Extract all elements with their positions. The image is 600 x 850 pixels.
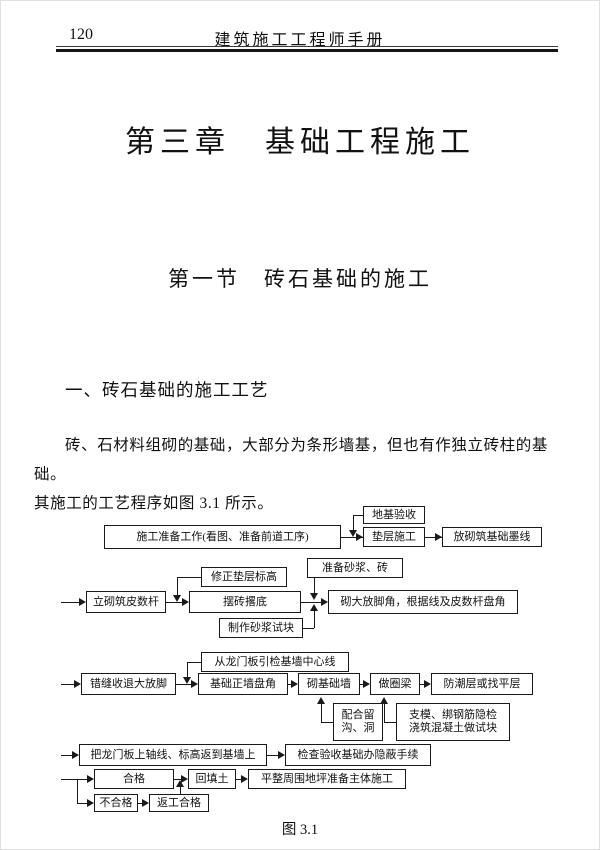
- flow-box-formwork-line2: 浇筑混凝土做试块: [409, 722, 497, 734]
- page-number: 120: [69, 26, 93, 43]
- connector-line: [353, 515, 354, 530]
- arrowhead-right-icon: [181, 775, 188, 783]
- flow-box-leveling-rod: 立砌筑皮数杆: [86, 591, 166, 613]
- arrowhead-right-icon: [321, 598, 328, 606]
- flow-box-wall-corner: 基础正墙盘角: [198, 673, 288, 695]
- connector-line: [177, 577, 201, 578]
- connector-line: [77, 803, 87, 804]
- connector-line: [61, 755, 72, 756]
- paragraph-line-2: 其施工的工艺程序如图 3.1 所示。: [34, 495, 274, 512]
- connector-line: [314, 578, 315, 593]
- connector-line: [360, 684, 363, 685]
- flow-box-ground-acceptance: 地基验收: [363, 506, 425, 524]
- flow-box-trench: 配合留 沟、洞: [333, 703, 383, 741]
- flow-box-staggered-footing: 错缝收退大放脚: [81, 673, 176, 695]
- arrowhead-right-icon: [363, 680, 370, 688]
- flow-box-ink-lines: 放砌筑基础墨线: [442, 527, 542, 547]
- connector-line: [138, 803, 142, 804]
- arrowhead-up-icon: [176, 780, 184, 787]
- figure-caption: 图 3.1: [281, 822, 319, 838]
- connector-line: [303, 628, 314, 629]
- flow-box-backfill: 回填土: [188, 769, 236, 789]
- flow-box-prepare-mortar: 准备砂浆、砖: [307, 558, 403, 578]
- connector-line: [420, 684, 424, 685]
- flow-box-rework: 返工合格: [149, 794, 209, 812]
- flow-box-mortar-test: 制作砂浆试块: [219, 618, 303, 638]
- connector-line: [288, 684, 291, 685]
- arrowhead-right-icon: [356, 533, 363, 541]
- arrowhead-right-icon: [291, 680, 298, 688]
- flow-box-trench-line1: 配合留: [341, 709, 375, 722]
- connector-line: [61, 684, 74, 685]
- header-rule-thick: [56, 49, 558, 52]
- connector-line: [187, 662, 201, 663]
- connector-line: [236, 779, 241, 780]
- connector-line: [341, 537, 363, 538]
- flow-box-pass: 合格: [94, 769, 174, 789]
- connector-line: [267, 755, 278, 756]
- body-paragraph: 砖、石材料组砌的基础，大部分为条形墙基，但也有作独立砖柱的基础。 其施工的工艺程…: [34, 431, 571, 518]
- arrowhead-right-icon: [142, 799, 149, 807]
- arrowhead-right-icon: [435, 533, 442, 541]
- connector-line: [176, 684, 191, 685]
- flowchart-figure: 施工准备工作(看图、准备前道工序) 地基验收 垫层施工 放砌筑基础墨线 立砌筑皮…: [1, 501, 599, 816]
- arrowhead-right-icon: [241, 775, 248, 783]
- chapter-title: 第三章 基础工程施工: [125, 126, 475, 159]
- section-title: 第一节 砖石基础的施工: [168, 267, 432, 291]
- connector-line: [166, 602, 182, 603]
- connector-line: [187, 662, 188, 677]
- flow-box-damp-proof: 防潮层或找平层: [431, 673, 533, 695]
- arrowhead-right-icon: [182, 598, 189, 606]
- flow-box-check-accept: 检查验收基础办隐蔽手续: [285, 744, 431, 766]
- flow-box-cushion: 垫层施工: [363, 527, 425, 547]
- flow-box-footing-corner: 砌大放脚角，根据线及皮数杆盘角: [328, 590, 518, 614]
- connector-line: [174, 779, 181, 780]
- flow-box-formwork: 支模、绑钢筋隐检 浇筑混凝土做试块: [396, 703, 510, 741]
- flow-box-center-line: 从龙门板引检基墙中心线: [201, 652, 349, 672]
- arrowhead-right-icon: [191, 680, 198, 688]
- flow-box-lay-bricks: 摆砖撂底: [189, 591, 301, 613]
- flow-box-level-ground: 平整周围地坪准备主体施工: [248, 769, 406, 789]
- connector-line: [321, 704, 322, 722]
- flow-box-fail: 不合格: [94, 794, 138, 812]
- arrowhead-up-icon: [380, 697, 388, 704]
- connector-line: [61, 779, 87, 780]
- arrowhead-right-icon: [74, 680, 81, 688]
- paragraph-line-1: 砖、石材料组砌的基础，大部分为条形墙基，但也有作独立砖柱的基础。: [34, 437, 549, 483]
- arrowhead-up-icon: [310, 604, 318, 611]
- flow-box-build-wall: 砌基础墙: [298, 673, 360, 695]
- connector-line: [425, 537, 442, 538]
- header-rule-thin: [56, 46, 558, 47]
- connector-line: [321, 722, 333, 723]
- arrowhead-right-icon: [87, 799, 94, 807]
- arrowhead-down-icon: [310, 593, 318, 600]
- connector-line: [180, 787, 181, 794]
- connector-line: [61, 602, 79, 603]
- connector-line: [177, 577, 178, 595]
- arrowhead-right-icon: [87, 775, 94, 783]
- arrowhead-right-icon: [72, 751, 79, 759]
- subsection-heading: 一、砖石基础的施工工艺: [65, 380, 269, 400]
- arrowhead-right-icon: [278, 751, 285, 759]
- flow-box-formwork-line1: 支模、绑钢筋隐检: [409, 709, 497, 722]
- flow-box-ring-beam: 做圈梁: [370, 673, 420, 695]
- flow-box-transfer-axis: 把龙门板上轴线、标高返到基墙上: [79, 744, 267, 766]
- flow-box-trench-line2: 沟、洞: [341, 722, 375, 734]
- flow-box-fix-elevation: 修正垫层标高: [201, 567, 287, 587]
- arrowhead-down-icon: [173, 595, 181, 602]
- arrowhead-down-icon: [183, 677, 191, 684]
- connector-line: [353, 515, 363, 516]
- connector-line: [77, 779, 78, 803]
- arrowhead-right-icon: [79, 598, 86, 606]
- connector-line: [314, 611, 315, 628]
- arrowhead-up-icon: [317, 697, 325, 704]
- connector-line: [301, 602, 321, 603]
- running-title: 建筑施工工程师手册: [214, 32, 386, 49]
- connector-line: [384, 722, 396, 723]
- arrowhead-right-icon: [424, 680, 431, 688]
- flow-box-prep: 施工准备工作(看图、准备前道工序): [104, 525, 341, 549]
- connector-line: [384, 704, 385, 722]
- arrowhead-down-icon: [349, 530, 357, 537]
